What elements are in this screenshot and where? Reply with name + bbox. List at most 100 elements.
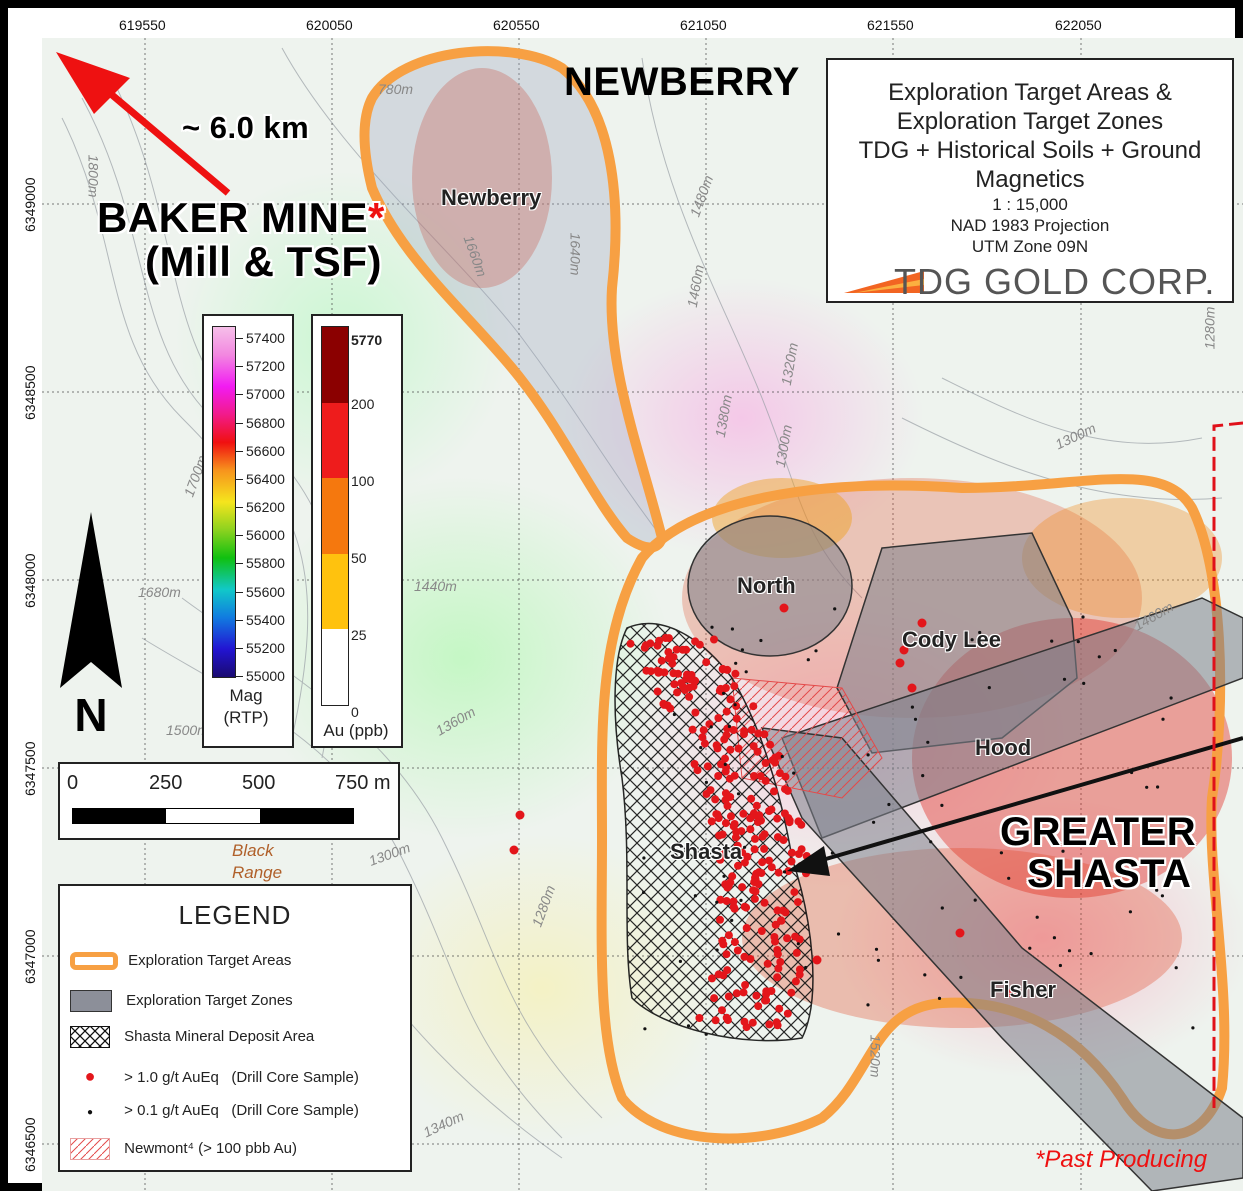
- drill-sample-high: [722, 707, 731, 716]
- drill-sample-high: [792, 948, 801, 957]
- drill-sample-low: [910, 705, 915, 709]
- mag-label: Mag: [229, 686, 263, 705]
- drill-sample-high: [740, 952, 749, 961]
- drill-sample-low: [940, 803, 944, 808]
- drill-sample-low: [876, 958, 881, 962]
- drill-sample-low: [804, 965, 808, 970]
- zone-label-hood: Hood: [975, 735, 1032, 760]
- past-producing-note: *Past Producing: [1035, 1146, 1208, 1173]
- drill-sample-high: [695, 1014, 704, 1022]
- drill-sample-high: [711, 1016, 720, 1025]
- drill-sample-low: [1174, 966, 1178, 970]
- mag-tick: 57400: [246, 330, 285, 346]
- drill-sample-low: [722, 691, 726, 696]
- drill-sample-low: [704, 780, 709, 785]
- drill-sample-low: [978, 630, 982, 635]
- mag-tick: 56000: [246, 527, 285, 544]
- drill-sample-high: [737, 827, 746, 836]
- drill-sample-high: [770, 787, 778, 796]
- au-tick: 5770: [351, 332, 383, 348]
- drill-sample-high: [723, 801, 732, 810]
- mag-tick: 55000: [246, 668, 285, 684]
- drill-sample-high: [739, 988, 748, 997]
- drill-sample-low: [710, 625, 714, 629]
- legend-item-newmont: Newmont⁴ (> 100 pbb Au): [70, 1138, 297, 1160]
- drill-sample-high: [716, 895, 725, 904]
- drill-sample-high: [1007, 988, 1017, 998]
- drill-sample-low: [715, 900, 719, 904]
- drill-sample-high: [699, 726, 708, 735]
- drill-sample-high: [695, 640, 704, 649]
- drill-sample-high: [797, 820, 806, 829]
- north-label: N: [74, 689, 108, 741]
- drill-sample-high: [680, 686, 689, 694]
- contour-label: 1640m: [567, 232, 584, 276]
- drill-sample-high: [740, 858, 749, 867]
- legend-item-shasta-deposit: Shasta Mineral Deposit Area: [70, 1026, 314, 1048]
- drill-sample-high: [777, 916, 785, 925]
- drill-sample-high: [760, 844, 769, 853]
- drill-sample-low: [887, 802, 891, 807]
- drill-sample-high: [754, 818, 762, 826]
- mag-tick-mark: [235, 478, 243, 480]
- drill-sample-low: [715, 948, 719, 952]
- easting-label: 620550: [493, 17, 540, 33]
- au-tick: 100: [351, 473, 375, 489]
- drill-sample-low: [833, 607, 837, 611]
- drill-sample-low: [796, 942, 800, 946]
- drill-sample-high: [653, 666, 662, 675]
- contour-label: 1500m: [166, 722, 209, 738]
- drill-sample-low: [1035, 915, 1039, 919]
- drill-sample-low: [1009, 752, 1013, 756]
- greater-shasta-label-1: GREATER: [1000, 810, 1197, 854]
- drill-sample-low: [830, 851, 835, 855]
- mag-tick-mark: [235, 676, 243, 677]
- drill-sample-high: [726, 878, 735, 887]
- au-gradient: [321, 326, 349, 706]
- drill-sample-high: [797, 845, 806, 854]
- scale-tick: 0: [67, 772, 79, 794]
- drill-sample-high: [753, 747, 762, 756]
- drill-sample-low: [672, 712, 677, 717]
- drill-sample-high: [758, 832, 767, 841]
- drill-sample-low: [780, 754, 784, 759]
- drill-sample-high: [702, 658, 711, 667]
- au-tick: 50: [351, 550, 367, 566]
- legend: LEGEND Exploration Target Areas Explorat…: [58, 884, 412, 1172]
- distance-label: ~ 6.0 km: [182, 110, 310, 145]
- target-zone-swatch-icon: [70, 990, 112, 1012]
- mag-tick-mark: [235, 535, 243, 537]
- drill-sample-high: [660, 668, 669, 677]
- easting-label: 620050: [306, 17, 353, 33]
- drill-sample-high: [691, 708, 700, 717]
- drill-sample-high: [716, 915, 724, 924]
- easting-label: 621550: [867, 17, 914, 33]
- drill-sample-high: [730, 682, 739, 691]
- drill-sample-high: [688, 725, 697, 734]
- mag-tick: 55400: [246, 611, 285, 628]
- drill-sample-low: [937, 996, 942, 1001]
- drill-sample-high: [757, 927, 766, 935]
- drill-sample-low: [997, 638, 1001, 642]
- drill-sample-high: [787, 848, 796, 857]
- scale-bar-graphic: [72, 808, 354, 824]
- drill-sample-low: [1169, 696, 1173, 700]
- drill-sample-high: [783, 934, 792, 943]
- au-band: [322, 478, 348, 554]
- drill-sample-low: [836, 932, 841, 936]
- drill-sample-low: [739, 898, 743, 903]
- drill-sample-low: [1076, 640, 1080, 644]
- drill-sample-high: [693, 766, 702, 775]
- contour-label: 1800m: [85, 154, 102, 198]
- red-hatch-swatch-icon: [70, 1138, 110, 1160]
- drill-sample-low: [727, 724, 732, 729]
- drill-sample-high: [732, 714, 741, 723]
- north-arrow-icon: [60, 512, 122, 688]
- mag-tick: 55600: [246, 583, 285, 600]
- drill-sample-high: [718, 830, 727, 839]
- drill-sample-high: [718, 1006, 726, 1015]
- drill-sample-low: [734, 661, 738, 665]
- drill-sample-high: [726, 695, 735, 704]
- drill-sample-high: [687, 671, 696, 679]
